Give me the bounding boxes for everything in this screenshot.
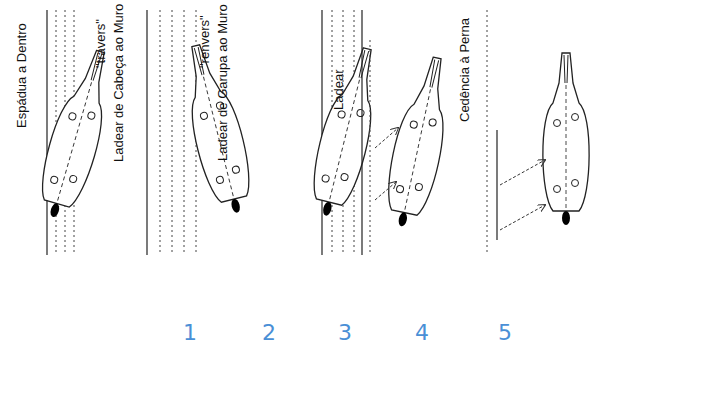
- callout-number: 4: [415, 322, 429, 344]
- movement-label: "renvers": [198, 15, 211, 68]
- callout-number: 1: [183, 322, 197, 344]
- callout-number: 2: [262, 322, 276, 344]
- callout-number: 5: [498, 322, 512, 344]
- movement-label: Ladear de Garupa ao Muro: [216, 4, 229, 161]
- movement-label: Ladear de Cabeça ao Muro: [112, 4, 125, 162]
- movement-label: Ladear: [332, 70, 345, 110]
- callout-number: 3: [338, 322, 352, 344]
- movement-label: "travers": [94, 19, 107, 68]
- movement-label: Espádua a Dentro: [15, 23, 28, 128]
- movement-label: Cedência à Perna: [458, 18, 471, 122]
